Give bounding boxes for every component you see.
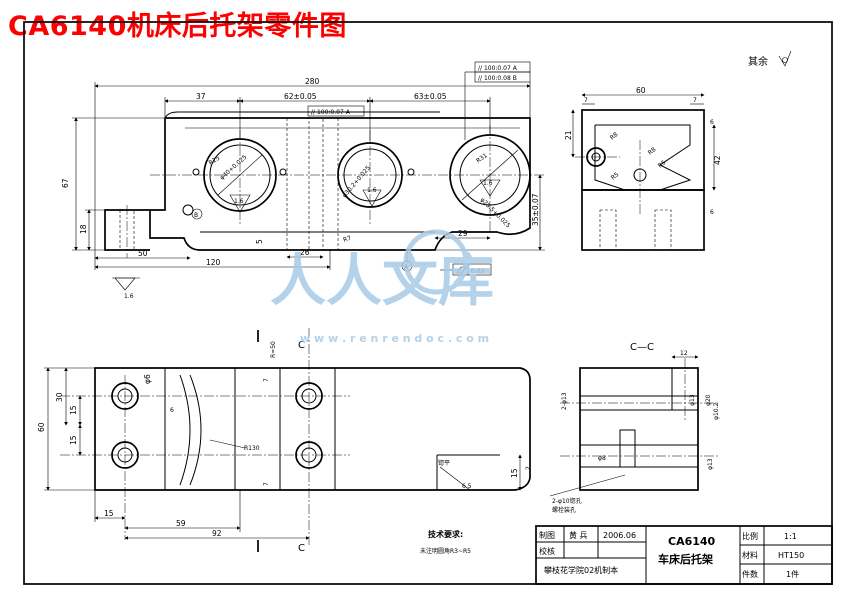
top-dim-bottom59: 59 xyxy=(176,519,186,528)
dim-right-width: 29 xyxy=(458,229,468,238)
watermark: 人人文库 w w w . r e n r e n d o c . c o m xyxy=(270,229,494,345)
dim-slot-width: 26 xyxy=(300,248,310,257)
tb-material: HT150 xyxy=(778,551,804,560)
top-dim-angle: 6.5 xyxy=(462,483,472,490)
top-dim-r130: R130 xyxy=(244,445,260,452)
section-dim-hole-right: φ10.2 xyxy=(713,403,720,421)
top-dim-7a: 7 xyxy=(263,378,270,382)
dim-center-height: 35±0.07 xyxy=(531,193,540,226)
section-mark-top: C xyxy=(298,340,305,351)
section-dim-hole-top: φ13 xyxy=(689,394,696,406)
roughness-base: 1.6 xyxy=(124,293,134,300)
watermark-text: 人人文库 xyxy=(270,249,494,314)
tb-part-name: 车床后托架 xyxy=(658,552,713,566)
side-radius-1: R8 xyxy=(609,131,620,142)
tb-drawn-name: 黄 兵 xyxy=(569,530,588,540)
tolerance-3: // 100:0.07 A xyxy=(311,109,351,116)
tb-check-label: 校核 xyxy=(539,546,555,556)
section-title: C—C xyxy=(630,342,654,353)
tb-scale: 1:1 xyxy=(784,532,797,541)
section-note-1: 2-φ10锪孔 xyxy=(552,497,582,505)
page-title: CA6140机床后托架零件图 xyxy=(8,11,347,42)
dim-hole-2: φ30.2+0.025 xyxy=(341,164,372,199)
dim-base-width: 50 xyxy=(138,249,148,258)
tb-material-label: 材料 xyxy=(742,550,758,560)
dim-step: 5 xyxy=(255,239,264,244)
dim-radius-bottom: R7 xyxy=(342,235,352,244)
watermark-logo-ring xyxy=(403,229,469,295)
side-dim-h1: 21 xyxy=(564,130,573,140)
tb-scale-label: 比例 xyxy=(742,531,758,541)
top-dim-right2: 2 xyxy=(525,466,532,470)
tb-drawn-label: 制图 xyxy=(539,530,555,540)
tolerance-2: // 100:0.08 B xyxy=(478,75,517,82)
section-note-2: 螺栓装孔 xyxy=(552,506,576,514)
top-dim-6: 6 xyxy=(170,407,174,414)
roughness-hole-2: 1.6 xyxy=(367,187,377,194)
section-dim-hole-left: 2-φ13 xyxy=(561,392,568,410)
section-mark-bottom: C xyxy=(298,543,305,554)
roughness-hole-1: 1.6 xyxy=(234,198,244,205)
dim-height: 67 xyxy=(61,178,70,188)
section-dim-depth: φ20 xyxy=(705,394,712,406)
top-dim-7b: 7 xyxy=(263,482,270,486)
drawing-border xyxy=(23,21,833,585)
dim-overall-length: 280 xyxy=(305,77,320,86)
dim-hole-3: φ25.5+0.025 xyxy=(479,196,512,229)
top-dim-width: 60 xyxy=(37,422,46,432)
top-dim-r50: R≈50 xyxy=(270,341,277,358)
top-dim-30: 30 xyxy=(55,392,64,402)
dim-span-1: 62±0.05 xyxy=(284,92,317,101)
tb-date: 2006.06 xyxy=(603,531,636,540)
dim-hole-1: φ40+0.025 xyxy=(219,154,249,182)
top-dim-15b: 15 xyxy=(69,435,78,445)
roughness-hole-3: 1.6 xyxy=(483,180,493,187)
tb-qty: 1件 xyxy=(786,569,799,579)
side-view: 60 7 7 21 42 6 6 R8 R8 R5 R5 xyxy=(564,86,722,251)
section-dim-bottom-left: φ8 xyxy=(598,455,606,462)
side-radius-4: R5 xyxy=(657,159,668,170)
side-radius-3: R5 xyxy=(610,171,621,182)
side-dim-h3: 6 xyxy=(710,119,714,126)
tb-part-no: CA6140 xyxy=(668,535,716,548)
section-view: C—C 12 2-φ13 φ10.2 φ13 φ20 φ13 φ8 2-φ10锪… xyxy=(549,342,720,514)
section-dim-bottom-hole: φ13 xyxy=(707,458,714,470)
tolerance-flatness: 0.03 xyxy=(471,268,485,275)
dim-base-length: 120 xyxy=(206,258,221,267)
side-dim-h4: 6 xyxy=(710,209,714,216)
dim-radius-right: R31 xyxy=(475,152,489,165)
side-dim-h2: 42 xyxy=(713,155,722,165)
title-block: 制图 黄 兵 2006.06 校核 攀枝花学院02机制本 CA6140 车床后托… xyxy=(535,525,833,585)
tech-requirements-title: 技术要求: xyxy=(428,529,463,539)
tolerance-1: // 100:0.07 A xyxy=(478,65,518,72)
dim-foot-height: 18 xyxy=(79,224,88,234)
top-dim-bottom15: 15 xyxy=(104,509,114,518)
surface-note: 其余 xyxy=(748,55,768,68)
tb-qty-label: 件数 xyxy=(742,569,758,579)
top-dim-15a: 15 xyxy=(69,405,78,415)
watermark-url: w w w . r e n r e n d o c . c o m xyxy=(300,332,489,345)
top-dim-right15: 15 xyxy=(510,468,519,478)
side-dim-width: 60 xyxy=(636,86,646,95)
section-dim-top: 12 xyxy=(680,350,688,357)
dim-left-offset: 37 xyxy=(196,92,206,101)
top-dim-phi6: φ6 xyxy=(143,374,152,384)
top-dim-bottom92: 92 xyxy=(212,529,222,538)
side-dim-left: 7 xyxy=(584,97,588,104)
dim-span-2: 63±0.05 xyxy=(414,92,447,101)
side-dim-right: 7 xyxy=(693,97,697,104)
top-view: C C 60 30 15 15 φ6 6 R≈50 7 7 R130 15 59… xyxy=(37,328,532,554)
side-radius-2: R8 xyxy=(647,146,658,157)
top-flat-note: 锪平 xyxy=(438,459,450,467)
datum-b: B xyxy=(194,212,198,219)
tb-school: 攀枝花学院02机制本 xyxy=(544,565,618,575)
tech-requirements-line1: 未注明圆角R3~R5 xyxy=(420,547,471,555)
roughness-symbol xyxy=(778,50,792,67)
